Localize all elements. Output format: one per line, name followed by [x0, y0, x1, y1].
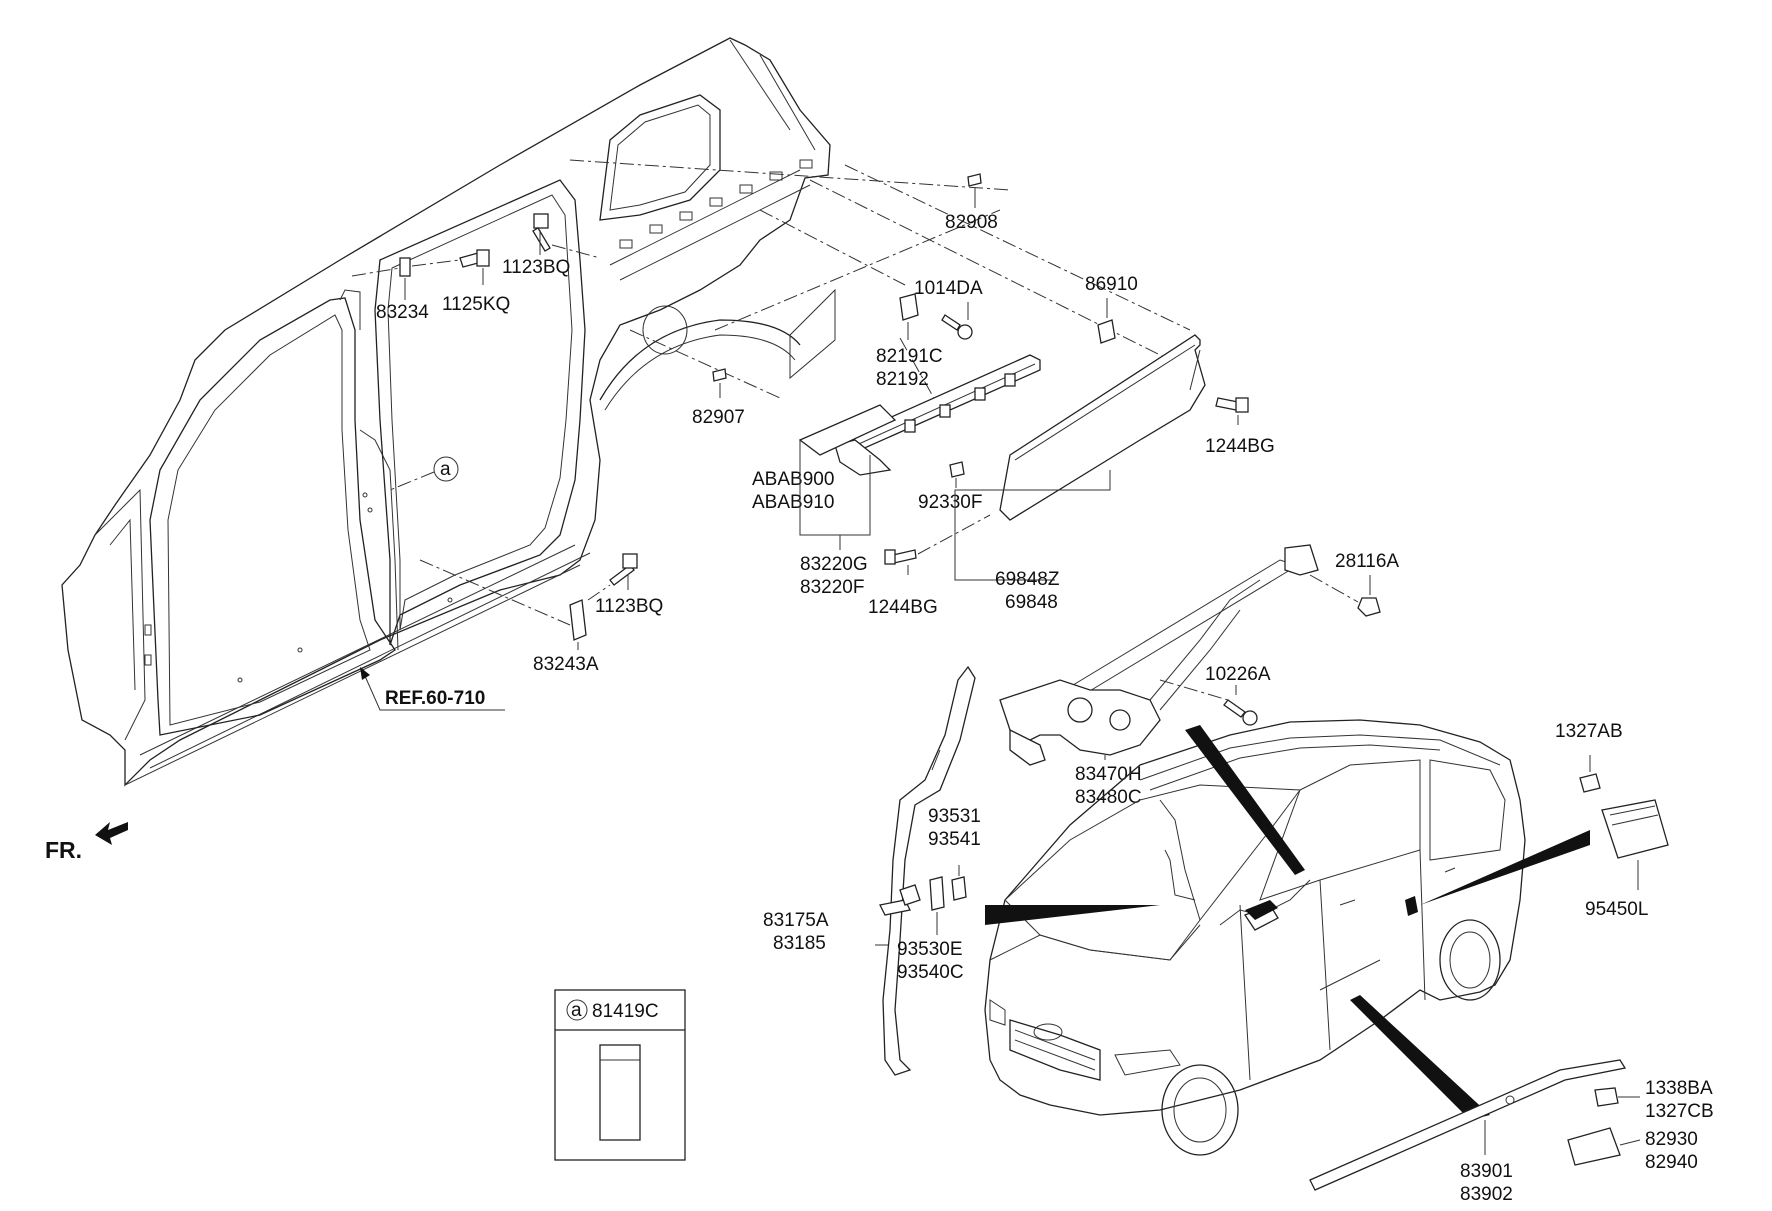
- label-82940: 82940: [1645, 1152, 1698, 1173]
- label-1123BQ-top: 1123BQ: [502, 257, 570, 278]
- label-93540C: 93540C: [897, 962, 964, 983]
- clip-92330F: 92330F: [918, 461, 982, 513]
- actuator-83470H: 83470H 83480C: [999, 544, 1319, 808]
- label-1014DA: 1014DA: [914, 278, 983, 299]
- front-arrow-icon: [95, 822, 128, 845]
- screw-1014DA: 1014DA: [914, 278, 983, 340]
- label-69848Z: 69848Z: [995, 569, 1060, 590]
- clip-83234: 83234: [351, 257, 429, 323]
- trim-69848Z: 69848Z 69848: [954, 334, 1206, 613]
- grommet-1338BA: 1338BA 1327CB: [1594, 1078, 1714, 1122]
- switch-82930: 82930 82940: [1567, 1127, 1698, 1173]
- label-82907: 82907: [692, 407, 745, 428]
- screw-1125KQ: 1125KQ: [411, 249, 510, 315]
- label-82930: 82930: [1645, 1129, 1698, 1150]
- label-REF-60-710: REF.60-710: [385, 688, 485, 709]
- clip-86910: 86910: [1085, 274, 1138, 344]
- pad-82907: 82907: [692, 368, 745, 428]
- label-92330F: 92330F: [918, 492, 982, 513]
- label-83480C: 83480C: [1075, 787, 1142, 808]
- front-direction-indicator: FR.: [45, 822, 128, 863]
- label-1123BQ-mid: 1123BQ: [595, 596, 663, 617]
- legend-a-label: a: [571, 1000, 582, 1021]
- grommet-1327AB: 1327AB: [1555, 721, 1623, 793]
- ref-60-710: REF.60-710: [360, 667, 505, 711]
- side-body-panel: [61, 37, 836, 787]
- label-28116A: 28116A: [1335, 551, 1399, 572]
- label-83220G: 83220G: [800, 554, 868, 575]
- switch-93531: 93531 93541: [928, 806, 981, 901]
- bolt-10226A: 10226A: [1159, 664, 1271, 726]
- screw-1244BG-left: 1244BG: [868, 514, 991, 618]
- pad-82908: 82908: [945, 173, 998, 233]
- label-95450L: 95450L: [1585, 899, 1648, 920]
- label-83234: 83234: [376, 302, 429, 323]
- label-1125KQ: 1125KQ: [442, 294, 510, 315]
- label-83220F: 83220F: [800, 577, 864, 598]
- callout-a-label: a: [440, 459, 451, 480]
- label-82908: 82908: [945, 212, 998, 233]
- label-83243A: 83243A: [533, 654, 599, 675]
- label-1327CB: 1327CB: [1645, 1101, 1714, 1122]
- label-FR: FR.: [45, 837, 82, 863]
- bolt-1123BQ-top: 1123BQ: [502, 213, 601, 278]
- module-95450L: 95450L: [1585, 799, 1669, 920]
- bolt-1123BQ-mid: 1123BQ: [587, 553, 663, 617]
- legend-box-81419C: a 81419C: [554, 989, 686, 1161]
- label-1327AB: 1327AB: [1555, 721, 1623, 742]
- label-69848: 69848: [1005, 592, 1058, 613]
- vehicle-illustration: [984, 719, 1526, 1156]
- label-93531: 93531: [928, 806, 981, 827]
- label-83175A: 83175A: [763, 910, 829, 931]
- label-1244BG-left: 1244BG: [868, 597, 938, 618]
- nut-28116A: 28116A: [1309, 551, 1399, 617]
- label-83470H: 83470H: [1075, 764, 1142, 785]
- switch-93530E: 93530E 93540C: [897, 876, 964, 983]
- indicator-wedges: [985, 725, 1590, 1120]
- leader-82908: [569, 159, 1011, 191]
- label-10226A: 10226A: [1205, 664, 1271, 685]
- label-1338BA: 1338BA: [1645, 1078, 1713, 1099]
- label-83902: 83902: [1460, 1184, 1513, 1205]
- label-1244BG-right: 1244BG: [1205, 436, 1275, 457]
- label-ABAB910: ABAB910: [752, 492, 834, 513]
- label-82192: 82192: [876, 369, 929, 390]
- label-93530E: 93530E: [897, 939, 963, 960]
- label-83185: 83185: [773, 933, 826, 954]
- label-81419C: 81419C: [592, 1001, 659, 1022]
- bracket-83243A: 83243A: [419, 559, 599, 675]
- rail-83220G: ABAB900 ABAB910 83220G 83220F: [752, 354, 1041, 598]
- label-83901: 83901: [1460, 1161, 1513, 1182]
- weatherstrip-83175A: 83175A 83185: [763, 665, 976, 1076]
- clip-82191C: 82191C 82192: [876, 293, 943, 390]
- label-93541: 93541: [928, 829, 981, 850]
- screw-1244BG-right: 1244BG: [1205, 397, 1275, 457]
- label-82191C: 82191C: [876, 346, 943, 367]
- molding-83901: 83901 83902: [1309, 1059, 1627, 1205]
- callout-a: a: [389, 456, 459, 491]
- label-ABAB900: ABAB900: [752, 469, 834, 490]
- label-86910: 86910: [1085, 274, 1138, 295]
